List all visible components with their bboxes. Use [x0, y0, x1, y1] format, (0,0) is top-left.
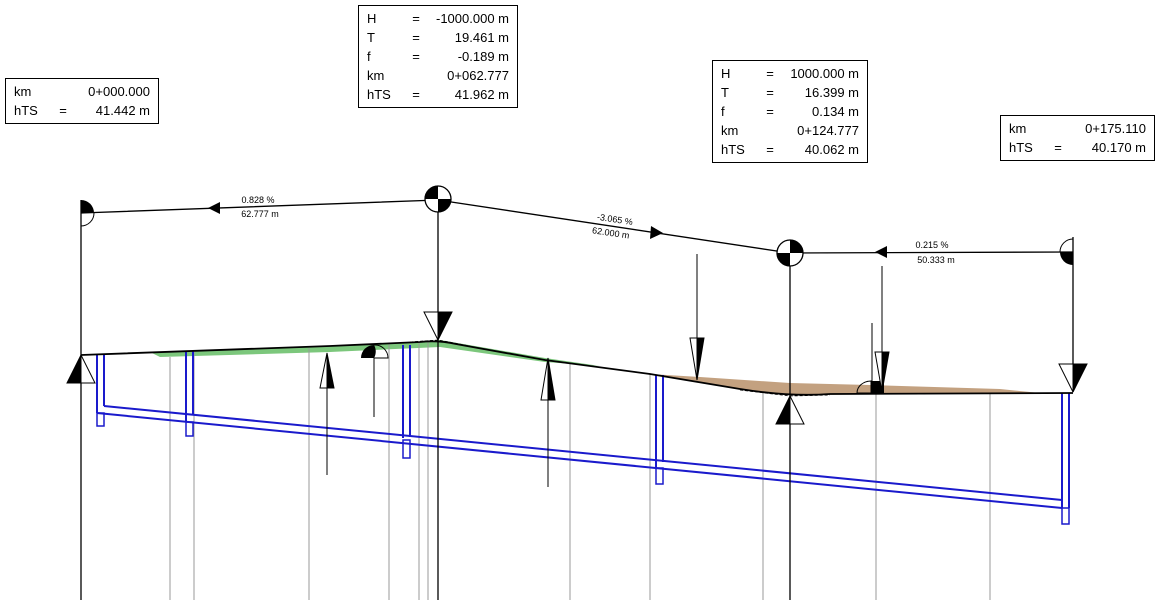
label: T — [367, 30, 375, 45]
grade-arrow-left-icon — [208, 202, 220, 214]
pipe — [96, 345, 1070, 525]
info-box-end: km 0+175.110 hTS = 40.170 m — [1000, 115, 1155, 161]
label: f — [367, 49, 371, 64]
level-arrow-down-icon — [874, 266, 890, 393]
value: 40.170 m — [1091, 140, 1146, 155]
grade-length-1: 62.777 m — [241, 209, 279, 219]
label: km — [721, 123, 739, 138]
value: 0+175.110 — [1085, 121, 1146, 136]
eq: = — [412, 30, 420, 45]
value: 0.134 m — [812, 104, 859, 119]
label: H — [367, 11, 377, 26]
label: T — [721, 85, 729, 100]
value: 40.062 m — [804, 142, 859, 157]
value: 19.461 m — [454, 30, 509, 45]
eq — [755, 121, 785, 140]
pvi-symbol-icon — [424, 185, 452, 213]
grade-line — [80, 199, 1074, 254]
label: hTS — [1009, 140, 1033, 155]
info-box-start: km 0+000.000 hTS = 41.442 m — [5, 78, 159, 124]
eq: = — [766, 104, 774, 119]
value: 0+124.777 — [797, 123, 859, 138]
eq: = — [766, 66, 774, 81]
label: km — [367, 68, 385, 83]
label: f — [721, 104, 725, 119]
level-arrow-down-icon — [689, 254, 705, 381]
value: 41.442 m — [95, 103, 150, 118]
eq: = — [412, 11, 420, 26]
level-arrow-up-icon — [319, 352, 335, 475]
grade-slope-3: 0.215 % — [915, 240, 948, 250]
eq — [48, 82, 78, 101]
eq: = — [766, 142, 774, 157]
grade-slope-1: 0.828 % — [241, 195, 274, 205]
value: 41.962 m — [454, 87, 509, 102]
manhole — [185, 351, 194, 437]
manhole — [655, 375, 664, 485]
label: km — [1009, 121, 1027, 136]
label: km — [14, 84, 32, 99]
grade-arrow-left-icon — [875, 246, 887, 258]
triangle-marker-icon — [66, 311, 1088, 425]
eq: = — [412, 49, 420, 64]
eq: = — [59, 103, 67, 118]
grade-length-3: 50.333 m — [917, 255, 955, 265]
info-box-pvi-2: H = 1000.000 m T = 16.399 m f = 0.134 m km 0+12… — [712, 60, 868, 163]
eq: = — [766, 85, 774, 100]
manhole — [1061, 393, 1070, 525]
label: H — [721, 66, 731, 81]
label: hTS — [14, 103, 38, 118]
eq — [1043, 119, 1073, 138]
manhole — [402, 345, 411, 459]
end-half-circle-icon — [1059, 238, 1074, 265]
value: 0+000.000 — [88, 84, 150, 99]
value: -0.189 m — [457, 49, 509, 64]
mid-half-circle-icon — [361, 344, 389, 417]
value: 0+062.777 — [447, 68, 509, 83]
info-box-pvi-1: H = -1000.000 m T = 19.461 m f = -0.189 m km 0+… — [358, 5, 518, 108]
start-half-circle-icon — [80, 200, 95, 227]
grade-arrow-right-icon — [650, 226, 663, 239]
station-lines — [169, 342, 991, 600]
label: hTS — [721, 142, 745, 157]
manhole — [96, 355, 105, 427]
road-surface-line — [80, 340, 1074, 396]
value: 16.399 m — [804, 85, 859, 100]
value: 1000.000 m — [790, 66, 859, 81]
pvi-symbol-icon — [776, 239, 804, 267]
eq: = — [412, 87, 420, 102]
value: -1000.000 m — [436, 11, 509, 26]
eq — [401, 66, 431, 85]
level-arrow-up-icon — [540, 357, 556, 487]
label: hTS — [367, 87, 391, 102]
eq: = — [1054, 140, 1062, 155]
